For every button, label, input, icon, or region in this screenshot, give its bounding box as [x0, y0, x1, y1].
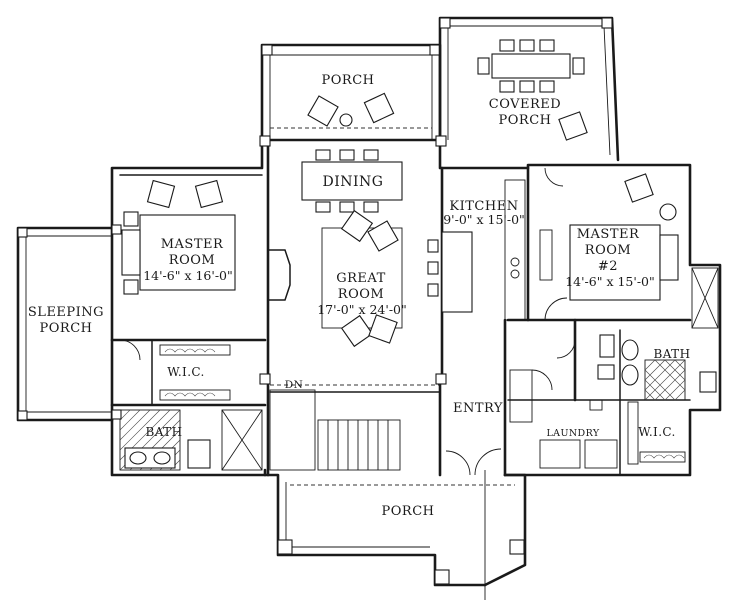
covered-porch: [438, 16, 620, 162]
label-sleeping-2: Porch: [40, 321, 93, 336]
service-rooms: [507, 267, 719, 476]
master-room-1-furniture: [110, 179, 267, 407]
label-covered-porch-2: Porch: [499, 113, 552, 128]
dining-table: [301, 161, 403, 201]
label-master2-1: Master: [577, 227, 640, 242]
label-bath-2: Bath: [654, 347, 691, 361]
label-master2-dim: 14'-6" x 15'-0": [565, 274, 655, 289]
label-master1-2: Room: [169, 253, 215, 268]
label-great-2: Room: [338, 287, 384, 302]
label-porch-front: Porch: [382, 504, 435, 519]
label-wic-1: W.I.C.: [167, 365, 205, 379]
label-laundry: Laundry: [546, 428, 599, 439]
label-master1-1: Master: [161, 237, 224, 252]
label-covered-porch-1: Covered: [489, 97, 561, 112]
front-porch: [263, 318, 527, 600]
label-great-dim: 17'-0" x 24'-0": [317, 302, 407, 317]
label-kitchen-dim: 9'-0" x 15'-0": [443, 212, 525, 227]
rear-porch: [260, 43, 442, 142]
label-bath-1: Bath: [146, 425, 183, 439]
label-porch-rear: Porch: [322, 73, 375, 88]
great-room-furniture: [267, 209, 441, 471]
rear-porch-chairs: [307, 92, 395, 127]
label-master2-3: #2: [598, 259, 618, 274]
porch-table: [491, 53, 571, 79]
label-sleeping-1: Sleeping: [28, 305, 104, 320]
label-master1-dim: 14'-6" x 16'-0": [143, 268, 233, 283]
label-master2-2: Room: [585, 243, 631, 258]
dining-area: [301, 149, 403, 213]
label-wic-2: W.I.C.: [638, 425, 676, 439]
label-kitchen: Kitchen: [449, 199, 518, 214]
label-entry: Entry: [453, 401, 503, 416]
room-labels: Porch Covered Porch Dining Kitchen 9'-0"…: [28, 73, 691, 519]
label-dining: Dining: [323, 174, 384, 190]
bed-1: [139, 214, 236, 291]
bed-2: [569, 224, 661, 301]
label-dn: DN: [285, 379, 303, 391]
kitchen-area: [427, 179, 526, 321]
column-markers: [111, 135, 447, 420]
sleeping-porch: [16, 226, 114, 422]
master-room-2-furniture: [539, 167, 679, 321]
kitchen-island: [441, 231, 473, 313]
bath-1: [119, 409, 263, 471]
label-great-1: Great: [336, 271, 386, 286]
